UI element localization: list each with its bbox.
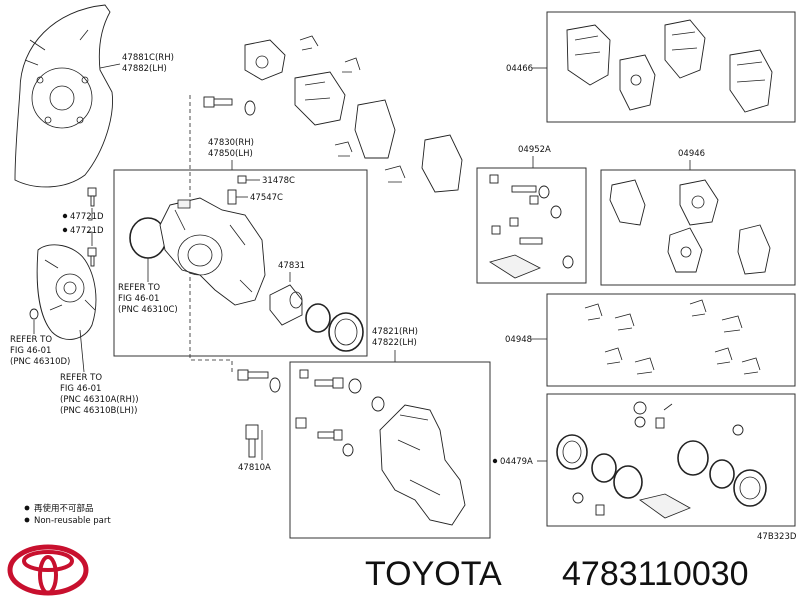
label-47810a: 47810A <box>238 463 271 473</box>
label-refer3-c: (PNC 46310A(RH)) <box>60 395 139 405</box>
bolt-kit-04952a <box>489 174 574 279</box>
legend-text-cn: 再使用不可部品 <box>34 503 94 514</box>
label-caliper-lh: 47850(LH) <box>208 149 253 159</box>
label-refer1-c: (PNC 46310C) <box>118 305 178 315</box>
pad-shim-group-top <box>244 35 463 193</box>
caliper-bracket <box>379 404 466 526</box>
non-reusable-mark <box>62 227 68 233</box>
label-refer3-b: FIG 46-01 <box>60 384 101 394</box>
label-04479a: 04479A <box>500 457 533 467</box>
label-04466: 04466 <box>506 64 533 74</box>
label-04948: 04948 <box>505 335 532 345</box>
piston-boot <box>328 312 364 352</box>
label-47547c: 47547C <box>250 193 283 203</box>
bleeder-31478c <box>237 175 260 184</box>
bracket-bolt-47810a <box>245 424 259 458</box>
shim-kit-04946-frame <box>600 169 796 286</box>
legend-text-en: Non-reusable part <box>34 516 111 526</box>
steering-knuckle <box>36 244 97 340</box>
caliper-washer-top <box>244 100 256 116</box>
bolt-kit-04952a-frame <box>476 167 587 284</box>
bolt-47721d-lower <box>87 247 97 267</box>
caliper-body <box>159 197 266 306</box>
brake-pads-04466 <box>566 19 773 113</box>
label-mount-rh: 47821(RH) <box>372 327 418 337</box>
bracket-bolt-1 <box>237 369 281 393</box>
legend-bullet-cn <box>24 505 30 511</box>
non-reusable-mark <box>492 458 498 464</box>
label-31478c: 31478C <box>262 176 295 186</box>
label-04946: 04946 <box>678 149 705 159</box>
shim-kit-04946 <box>609 179 771 275</box>
cap-47547c <box>227 189 248 205</box>
label-04952a: 04952A <box>518 145 551 155</box>
part-number: 4783110030 <box>562 555 749 593</box>
label-refer2-a: REFER TO <box>10 335 52 345</box>
piston-seal <box>305 303 331 333</box>
label-refer3-a: REFER TO <box>60 373 102 383</box>
seal-kit-04479a-frame <box>546 393 796 527</box>
non-reusable-mark <box>62 213 68 219</box>
pad-kit-04466-frame <box>546 11 796 123</box>
caliper-assembly-frame <box>113 169 368 357</box>
label-47721d-b: 47721D <box>70 226 104 236</box>
label-refer1-b: FIG 46-01 <box>118 294 159 304</box>
label-shield-rh: 47881C(RH) <box>122 53 174 63</box>
caliper-bolt-top <box>203 96 233 108</box>
label-47721d-a: 47721D <box>70 212 104 222</box>
label-mount-lh: 47822(LH) <box>372 338 417 348</box>
guide-pins <box>295 369 385 457</box>
piston-47831 <box>269 284 303 326</box>
clip-kit-04948-frame <box>546 293 796 387</box>
dust-shield <box>14 4 113 188</box>
diagram-code: 47B323D <box>757 532 797 542</box>
seal-kit-04479a <box>556 401 767 519</box>
brand-name: TOYOTA <box>365 555 502 593</box>
legend-bullet-en <box>24 517 30 523</box>
toyota-logo-icon <box>7 544 89 596</box>
mounting-bracket-frame <box>289 361 491 539</box>
label-caliper-rh: 47830(RH) <box>208 138 254 148</box>
label-47831: 47831 <box>278 261 305 271</box>
label-refer2-c: (PNC 46310D) <box>10 357 70 367</box>
label-refer3-d: (PNC 46310B(LH)) <box>60 406 137 416</box>
label-refer2-b: FIG 46-01 <box>10 346 51 356</box>
label-shield-lh: 47882(LH) <box>122 64 167 74</box>
label-refer1-a: REFER TO <box>118 283 160 293</box>
bolt-47721d-upper <box>87 187 97 207</box>
bolt-small-left <box>29 308 39 320</box>
clip-kit-04948 <box>584 299 761 375</box>
